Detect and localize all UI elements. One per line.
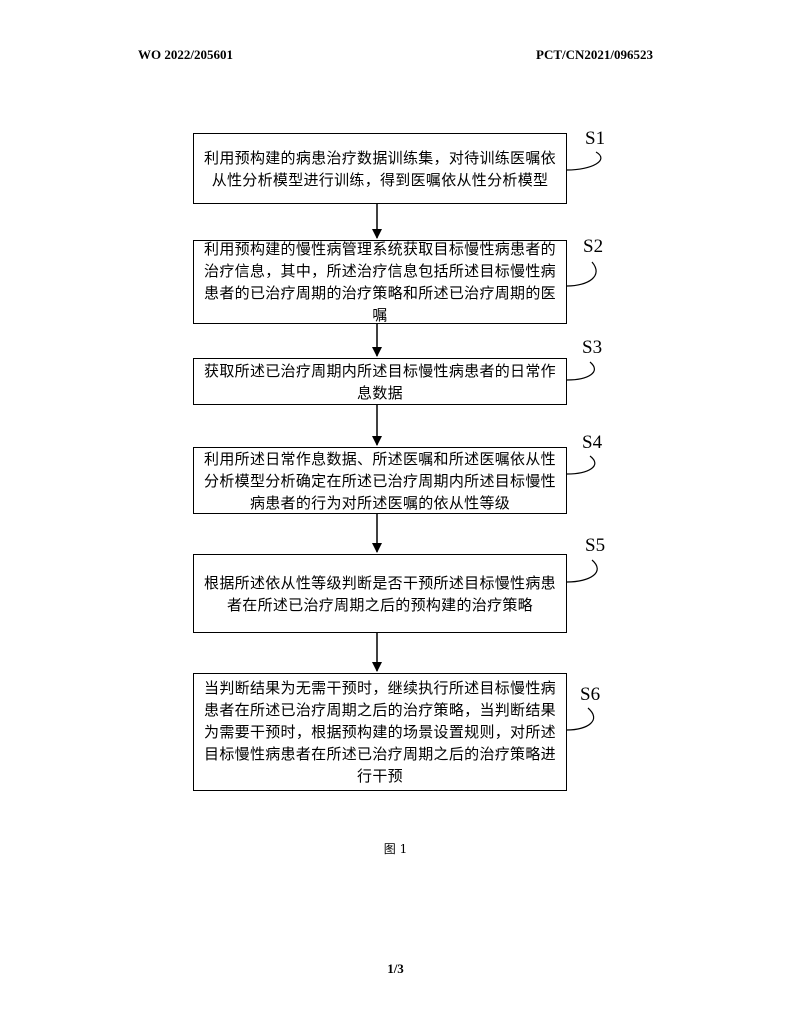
leader-s4 <box>567 456 595 474</box>
step-label-s5: S5 <box>585 535 605 557</box>
step-text-s5: 根据所述依从性等级判断是否干预所述目标慢性病患者在所述已治疗周期之后的预构建的治… <box>202 572 558 616</box>
step-text-s4: 利用所述日常作息数据、所述医嘱和所述医嘱依从性分析模型分析确定在所述已治疗周期内… <box>202 448 558 514</box>
step-box-s5: 根据所述依从性等级判断是否干预所述目标慢性病患者在所述已治疗周期之后的预构建的治… <box>193 554 567 633</box>
step-text-s6: 当判断结果为无需干预时，继续执行所述目标慢性病患者在所述已治疗周期之后的治疗策略… <box>202 677 558 787</box>
step-label-s3: S3 <box>582 337 602 359</box>
step-text-s2: 利用预构建的慢性病管理系统获取目标慢性病患者的治疗信息，其中，所述治疗信息包括所… <box>202 238 558 326</box>
leader-s2 <box>567 262 596 286</box>
step-box-s2: 利用预构建的慢性病管理系统获取目标慢性病患者的治疗信息，其中，所述治疗信息包括所… <box>193 240 567 324</box>
figure-caption: 图 1 <box>0 840 791 857</box>
step-text-s1: 利用预构建的病患治疗数据训练集，对待训练医嘱依从性分析模型进行训练，得到医嘱依从… <box>202 147 558 191</box>
leader-s3 <box>567 362 594 380</box>
step-box-s1: 利用预构建的病患治疗数据训练集，对待训练医嘱依从性分析模型进行训练，得到医嘱依从… <box>193 133 567 204</box>
leader-s5 <box>567 560 597 582</box>
step-label-s1: S1 <box>585 128 605 150</box>
step-box-s3: 获取所述已治疗周期内所述目标慢性病患者的日常作息数据 <box>193 358 567 405</box>
step-label-s2: S2 <box>583 236 603 258</box>
step-label-s4: S4 <box>582 432 602 454</box>
step-box-s6: 当判断结果为无需干预时，继续执行所述目标慢性病患者在所述已治疗周期之后的治疗策略… <box>193 673 567 791</box>
step-box-s4: 利用所述日常作息数据、所述医嘱和所述医嘱依从性分析模型分析确定在所述已治疗周期内… <box>193 447 567 514</box>
step-text-s3: 获取所述已治疗周期内所述目标慢性病患者的日常作息数据 <box>202 360 558 404</box>
leader-s6 <box>567 708 594 730</box>
page-number: 1/3 <box>0 961 791 977</box>
step-label-s6: S6 <box>580 684 600 706</box>
leader-s1 <box>567 152 601 170</box>
